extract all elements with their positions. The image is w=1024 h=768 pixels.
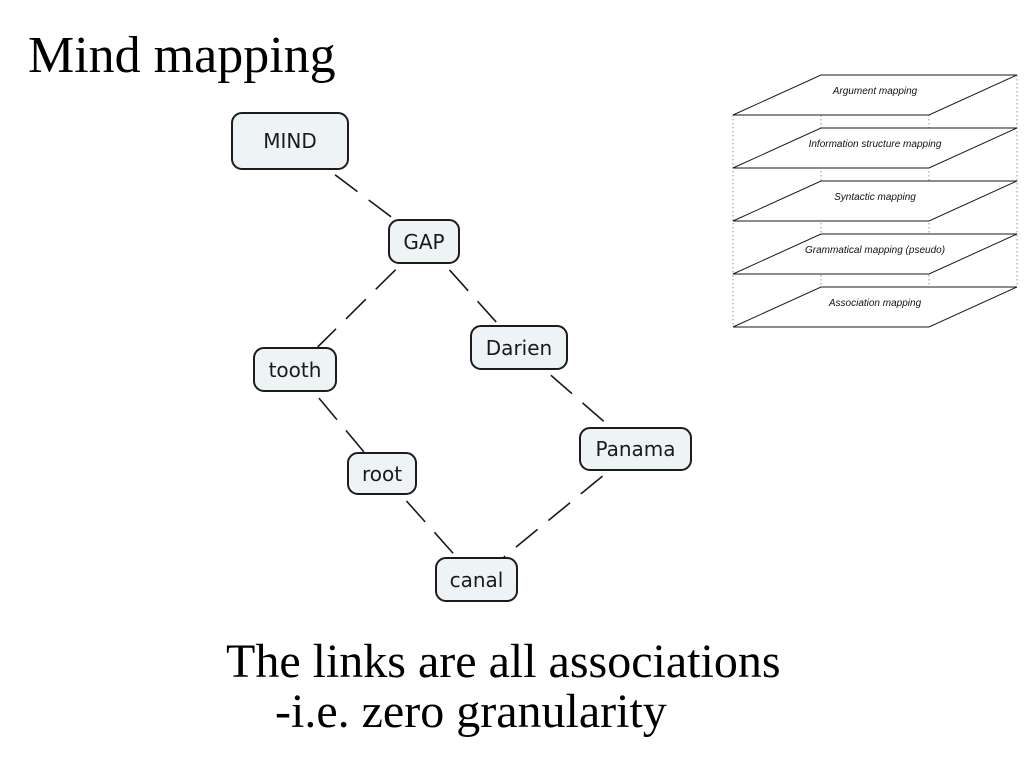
layer-label-1: Information structure mapping [809,139,942,150]
layer-plane-3 [732,233,1018,275]
node-mind: MIND [231,112,349,170]
layer-label-3: Grammatical mapping (pseudo) [805,245,945,256]
node-gap: GAP [388,219,460,264]
node-tooth: tooth [253,347,337,392]
link-panama-canal [503,470,610,558]
node-darien: Darien [470,325,568,370]
link-darien-panama [544,369,611,428]
layer-plane-0 [732,74,1018,116]
link-root-canal [400,494,458,558]
caption-line-1: The links are all associations [226,635,781,688]
link-gap-tooth [317,263,402,348]
node-panama: Panama [579,427,692,471]
layer-plane-2 [732,180,1018,222]
layer-label-4: Association mapping [828,298,922,309]
layer-plane-1 [732,127,1018,169]
caption-line-2: -i.e. zero granularity [275,685,667,738]
layer-plane-4 [732,286,1018,328]
link-mind-gap [328,169,395,220]
slide-title: Mind mapping [28,27,336,84]
layer-label-2: Syntactic mapping [834,192,916,203]
layer-label-0: Argument mapping [832,86,918,97]
link-gap-darien [443,263,500,326]
link-tooth-root [313,391,365,453]
node-canal: canal [435,557,518,602]
node-root: root [347,452,417,495]
